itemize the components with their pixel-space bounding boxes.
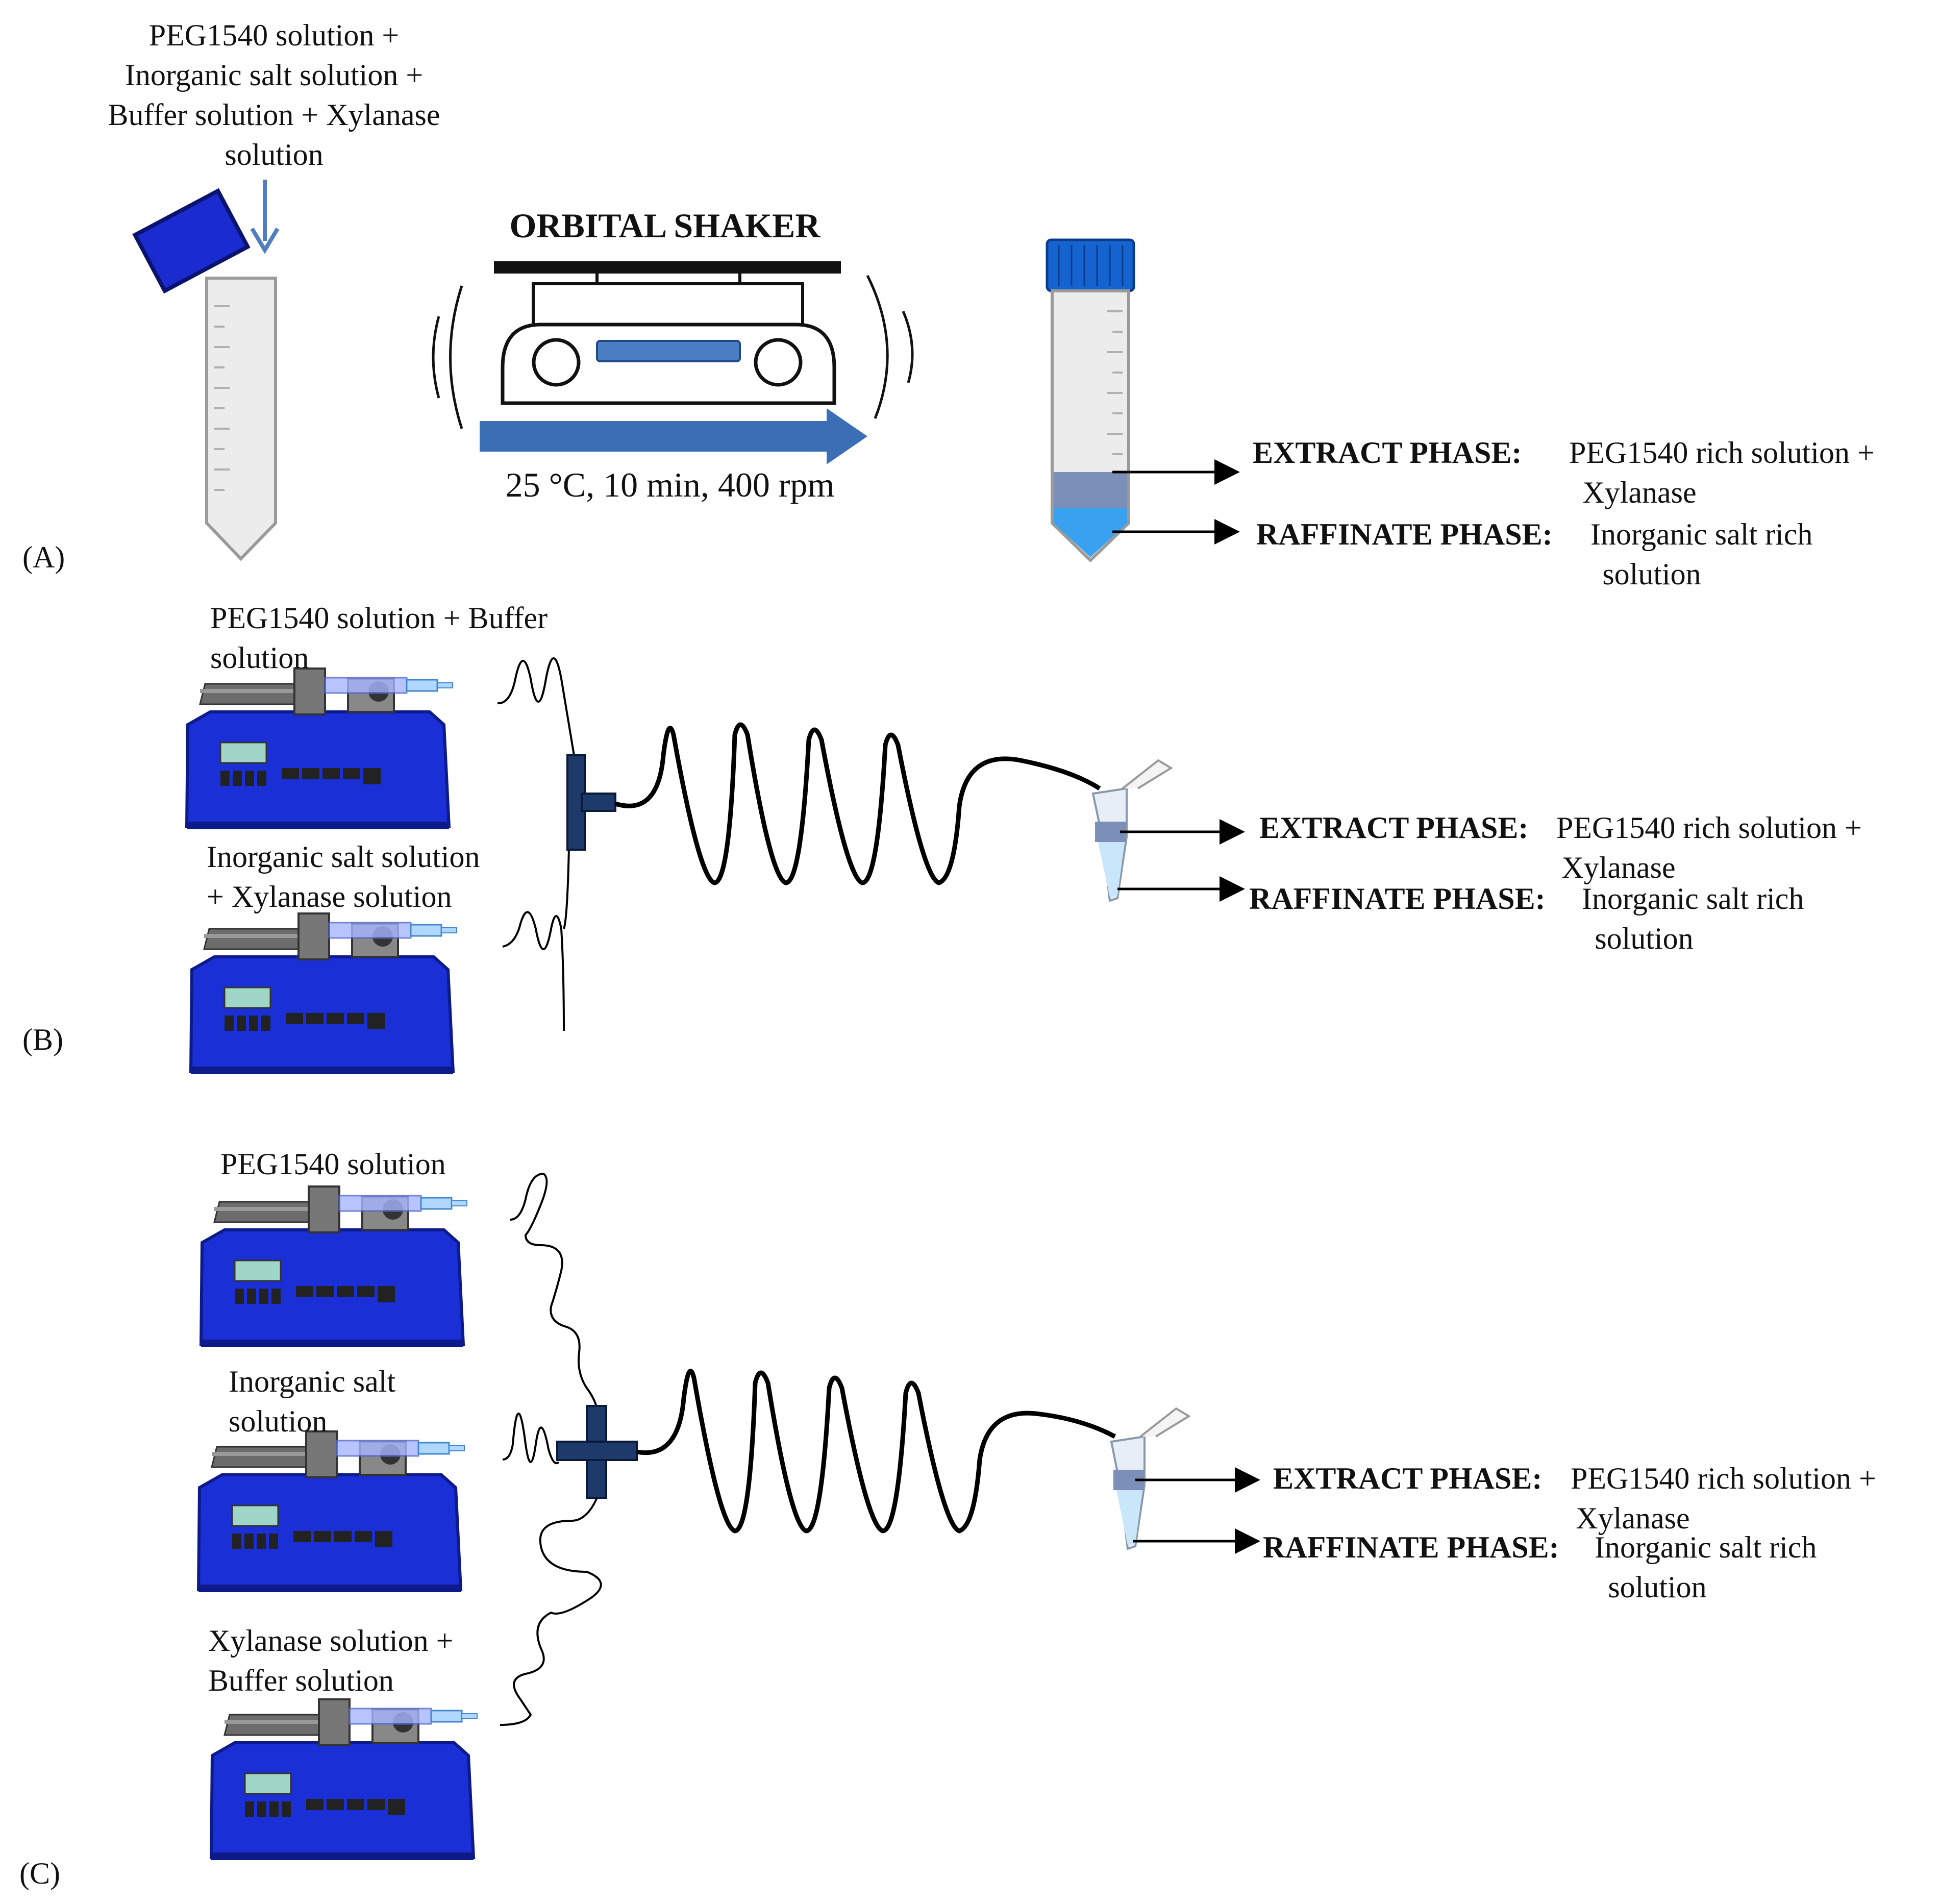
panel-c-pump3-line-1: Xylanase solution + — [208, 1624, 454, 1658]
panel-a-raffinate-desc-1: Inorganic salt rich — [1590, 517, 1813, 551]
panel-a-input-line-1: PEG1540 solution + — [148, 18, 400, 52]
panel-c-extract-desc-2: Xylanase — [1576, 1501, 1690, 1535]
panel-b-raffinate-desc-1: Inorganic salt rich — [1582, 882, 1804, 916]
panel-a-extract-desc-2: Xylanase — [1582, 476, 1697, 509]
panel-b-pump1-line-2: solution — [210, 641, 309, 675]
panel-c-pump2-line-2: solution — [229, 1404, 328, 1438]
panel-a-raffinate-desc-2: solution — [1602, 557, 1701, 591]
panel-b-raffinate-title: RAFFINATE PHASE: — [1249, 882, 1546, 916]
panel-c-pump2-line-1: Inorganic salt — [229, 1365, 396, 1398]
panel-c-extract-title: EXTRACT PHASE: — [1273, 1462, 1543, 1495]
panel-a-label: (A) — [22, 540, 65, 574]
panel-a-extract-title: EXTRACT PHASE: — [1253, 436, 1522, 469]
panel-b-label: (B) — [22, 1023, 63, 1056]
panel-c-extract-desc-1: PEG1540 rich solution + — [1571, 1462, 1876, 1495]
panel-c-pump1-line-1: PEG1540 solution — [220, 1147, 446, 1181]
panel-a-raffinate-title: RAFFINATE PHASE: — [1256, 517, 1553, 551]
panel-b-extract-desc-2: Xylanase — [1561, 851, 1676, 884]
panel-c-label: (C) — [19, 1857, 60, 1890]
panel-a-extract-desc-1: PEG1540 rich solution + — [1569, 436, 1875, 469]
panel-c-raffinate-desc-2: solution — [1608, 1570, 1707, 1604]
panel-b-pump2-line-1: Inorganic salt solution — [207, 840, 480, 874]
panel-c-raffinate-desc-1: Inorganic salt rich — [1595, 1530, 1817, 1564]
panel-a-input-line-4: solution — [225, 138, 324, 171]
panel-b-pump2-line-2: + Xylanase solution — [207, 880, 452, 913]
panel-a-input-line-3: Buffer solution + Xylanase — [108, 98, 440, 132]
panel-c-raffinate-title: RAFFINATE PHASE: — [1263, 1530, 1559, 1564]
panel-b-pump1-line-1: PEG1540 solution + Buffer — [210, 601, 548, 635]
panel-c-pump3-line-2: Buffer solution — [208, 1664, 394, 1697]
panel-b-extract-title: EXTRACT PHASE: — [1259, 811, 1529, 845]
shaker-conditions: 25 °C, 10 min, 400 rpm — [505, 465, 835, 504]
panel-a-input-line-2: Inorganic salt solution + — [125, 58, 424, 92]
shaker-title: ORBITAL SHAKER — [509, 206, 820, 245]
orbital-shaker-icon — [432, 261, 914, 429]
panel-b-extract-desc-1: PEG1540 rich solution + — [1556, 811, 1862, 845]
panel-b-raffinate-desc-2: solution — [1595, 922, 1694, 955]
